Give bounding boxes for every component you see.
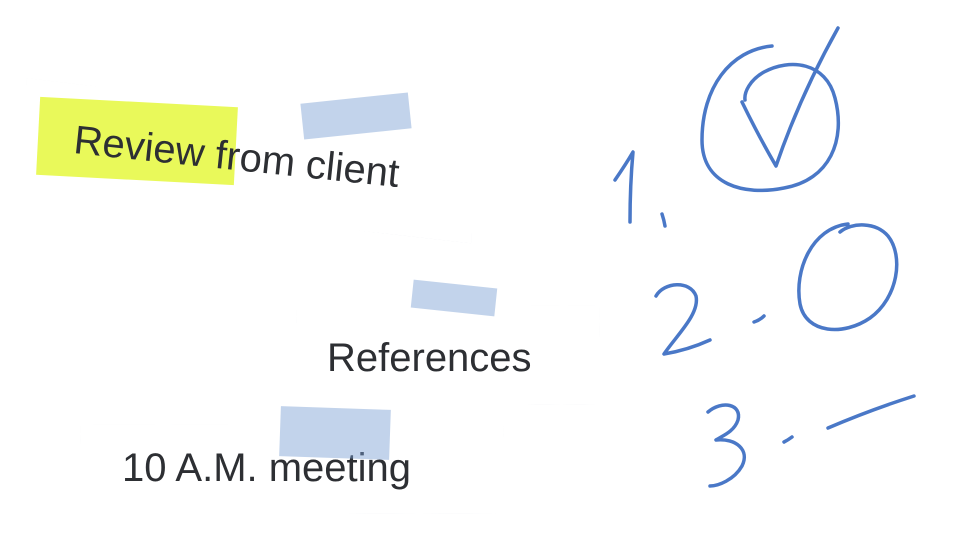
handwritten-3-icon — [706, 403, 746, 488]
note-meeting — [80, 424, 504, 514]
note-meeting-text: 10 A.M. meeting — [122, 446, 412, 490]
dot-icon — [752, 314, 766, 324]
dot-icon — [782, 435, 794, 444]
note-references-text: References — [327, 336, 532, 380]
handwritten-1-icon — [613, 150, 635, 224]
tape-strip — [279, 406, 391, 460]
empty-circle-icon — [797, 222, 899, 332]
note-references — [296, 305, 600, 405]
handwritten-2-icon — [654, 283, 712, 356]
checked-circle-icon — [700, 26, 840, 193]
dot-icon — [660, 212, 667, 228]
dash-icon — [826, 394, 916, 430]
